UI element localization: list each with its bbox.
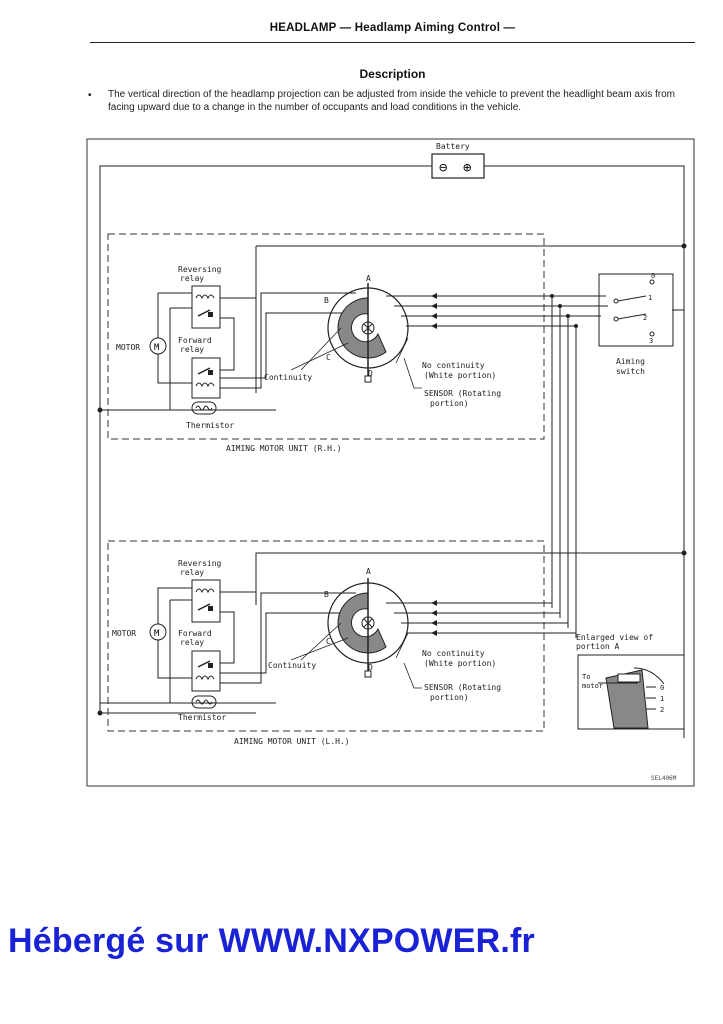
watermark-prefix: Hébergé sur bbox=[8, 922, 209, 960]
supply-wires bbox=[97, 165, 687, 738]
forward-relay-label: Forward bbox=[178, 336, 212, 345]
continuity-label: Continuity bbox=[268, 661, 316, 670]
motor-label: MOTOR bbox=[112, 629, 136, 638]
no-continuity-label: (White portion) bbox=[424, 659, 496, 668]
continuity-label: Continuity bbox=[264, 373, 312, 382]
point-b-label: B bbox=[324, 296, 329, 305]
header-rule bbox=[90, 42, 695, 43]
figure-frame bbox=[86, 138, 695, 787]
description-text: The vertical direction of the headlamp p… bbox=[108, 89, 675, 113]
svg-text:M: M bbox=[154, 629, 160, 639]
point-a-label: A bbox=[366, 274, 371, 283]
point-c-label: C bbox=[326, 637, 331, 646]
thermistor-label: Thermistor bbox=[178, 713, 226, 722]
sensor-label: portion) bbox=[430, 693, 469, 702]
svg-text:M: M bbox=[154, 343, 160, 353]
reversing-relay-label: relay bbox=[180, 568, 204, 577]
section-title: Description bbox=[359, 67, 426, 81]
switch-position-label: 0 bbox=[651, 272, 655, 280]
enlarged-position-label: 0 bbox=[660, 684, 664, 692]
watermark-url[interactable]: WWW.NXPOWER.fr bbox=[218, 922, 535, 960]
switch-position-label: 3 bbox=[649, 337, 653, 345]
bullet-icon: • bbox=[88, 90, 92, 101]
no-continuity-label: No continuity bbox=[422, 361, 485, 370]
point-c-label: C bbox=[326, 353, 331, 362]
switch-position-label: 1 bbox=[648, 294, 652, 302]
thermistor-icon bbox=[191, 401, 217, 415]
no-continuity-label: (White portion) bbox=[424, 371, 496, 380]
battery-positive-icon: ⊕ bbox=[463, 160, 472, 176]
switch-position-label: 2 bbox=[643, 314, 647, 322]
point-d-label: D bbox=[368, 369, 373, 378]
enlarged-view: Enlarged view of portion A To motor 0 1 … bbox=[576, 633, 685, 730]
aiming-motor-unit-rh: Reversing relay Forward relay MOTOR M bbox=[100, 233, 608, 638]
aiming-switch-label: switch bbox=[616, 367, 645, 376]
motor-label: MOTOR bbox=[116, 343, 140, 352]
point-a-label: A bbox=[366, 567, 371, 576]
sensor-label: portion) bbox=[430, 399, 469, 408]
aiming-switch: 0 1 2 3 Aiming switch bbox=[598, 272, 674, 376]
aiming-motor-unit-lh: Reversing relay Forward relay MOTOR M Th… bbox=[100, 540, 576, 746]
sensor-label: SENSOR (Rotating bbox=[424, 683, 501, 692]
reversing-relay-label: relay bbox=[180, 274, 204, 283]
aiming-switch-label: Aiming bbox=[616, 357, 645, 366]
reversing-relay-label: Reversing bbox=[178, 559, 222, 568]
enlarged-position-label: 2 bbox=[660, 706, 664, 714]
point-d-label: D bbox=[368, 663, 373, 672]
no-continuity-label: No continuity bbox=[422, 649, 485, 658]
enlarged-view-title: Enlarged view of bbox=[576, 633, 653, 642]
forward-relay-label: Forward bbox=[178, 629, 212, 638]
unit-label-lh: AIMING MOTOR UNIT (L.H.) bbox=[234, 737, 350, 746]
to-motor-label: motor bbox=[582, 682, 603, 690]
reversing-relay-label: Reversing bbox=[178, 265, 222, 274]
enlarged-position-label: 1 bbox=[660, 695, 664, 703]
page-header: HEADLAMP — Headlamp Aiming Control — bbox=[269, 22, 516, 34]
thermistor-label: Thermistor bbox=[186, 421, 234, 430]
thermistor-icon bbox=[191, 695, 217, 709]
figure-code: SEL406M bbox=[651, 775, 677, 782]
battery: Battery ⊖ ⊕ bbox=[431, 142, 485, 179]
forward-relay-label: relay bbox=[180, 345, 204, 354]
enlarged-view-title: portion A bbox=[576, 642, 620, 651]
to-motor-label: To bbox=[582, 673, 590, 681]
forward-relay-label: relay bbox=[180, 638, 204, 647]
sensor-label: SENSOR (Rotating bbox=[424, 389, 501, 398]
unit-label-rh: AIMING MOTOR UNIT (R.H.) bbox=[226, 444, 342, 453]
point-b-label: B bbox=[324, 590, 329, 599]
battery-negative-icon: ⊖ bbox=[439, 160, 448, 176]
battery-label: Battery bbox=[436, 142, 470, 151]
wiring-diagram: Battery ⊖ ⊕ Reversing relay Forward rela… bbox=[86, 138, 695, 787]
connector-arrows bbox=[431, 600, 437, 636]
connector-arrows bbox=[431, 293, 437, 329]
